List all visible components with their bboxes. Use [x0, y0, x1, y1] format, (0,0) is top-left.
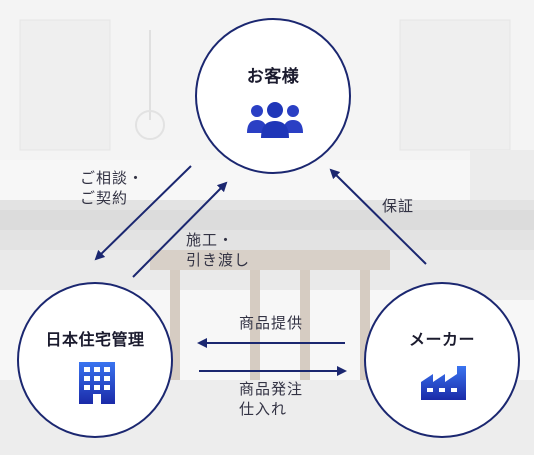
edge-label-supply: 商品提供	[239, 314, 304, 332]
edge-label-construct: 施工・ 引き渡し	[186, 231, 251, 269]
node-customer: お客様	[195, 18, 351, 174]
node-maker-label: メーカー	[408, 330, 475, 349]
arrow-consult	[94, 165, 192, 261]
building-icon	[79, 362, 115, 404]
node-customer-label: お客様	[246, 67, 300, 87]
factory-icon	[421, 366, 466, 400]
node-maker: メーカー	[364, 282, 520, 438]
node-builder-label: 日本住宅管理	[45, 330, 145, 349]
node-builder: 日本住宅管理	[17, 282, 173, 438]
edge-label-guarantee: 保証	[382, 197, 415, 215]
arrow-construct	[132, 181, 228, 278]
edge-label-order: 商品発注 仕入れ	[239, 380, 304, 418]
arrow-guarantee	[329, 168, 427, 265]
people-icon	[247, 102, 303, 138]
edge-label-consult: ご相談・ ご契約	[80, 169, 145, 207]
